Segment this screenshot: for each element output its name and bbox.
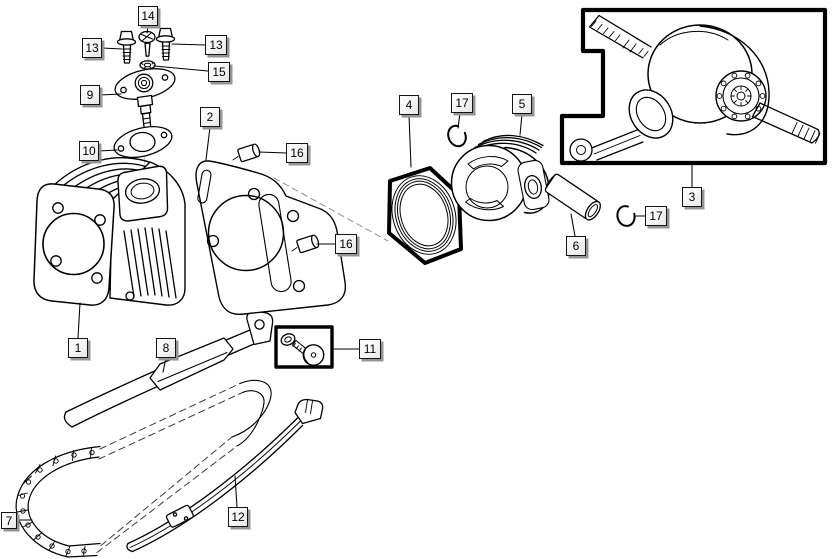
dowel-pin-top-drawing xyxy=(232,143,261,163)
screw-drawing xyxy=(138,30,156,57)
callout-part-16-bot[interactable]: 16 xyxy=(335,234,357,254)
callout-part-3[interactable]: 3 xyxy=(682,187,702,207)
flange-bolt-left-drawing xyxy=(116,30,137,64)
callout-part-13-a[interactable]: 13 xyxy=(82,38,102,58)
callout-part-6[interactable]: 6 xyxy=(566,236,586,256)
circlip-right-drawing xyxy=(616,205,636,227)
piston-pin-drawing xyxy=(544,173,601,221)
cam-chain-drawing xyxy=(15,379,272,558)
circlip-left-drawing xyxy=(447,124,467,148)
washer-nut-drawing xyxy=(139,60,156,70)
cover-gasket-drawing xyxy=(113,126,173,158)
cylinder-gasket-drawing xyxy=(195,160,347,316)
callout-part-5[interactable]: 5 xyxy=(512,94,532,114)
dowel-pin-bottom-drawing xyxy=(291,234,320,254)
tensioner-blade-drawing xyxy=(126,398,324,553)
callout-part-4[interactable]: 4 xyxy=(399,95,419,115)
callout-part-8[interactable]: 8 xyxy=(156,338,176,358)
callout-part-16-top[interactable]: 16 xyxy=(286,143,308,163)
callout-part-17-left[interactable]: 17 xyxy=(451,93,473,113)
flange-bolt-right-drawing xyxy=(155,27,176,61)
callout-part-17-right[interactable]: 17 xyxy=(645,206,667,226)
projection-line xyxy=(273,177,389,242)
tappet-cover-drawing xyxy=(114,68,176,131)
callout-part-14[interactable]: 14 xyxy=(138,6,158,26)
callout-part-7[interactable]: 7 xyxy=(1,512,17,529)
leader-lines xyxy=(16,25,693,521)
callout-part-10[interactable]: 10 xyxy=(79,141,99,161)
callout-part-12[interactable]: 12 xyxy=(228,507,248,527)
chain-guide-drawing xyxy=(63,310,274,428)
callout-part-2[interactable]: 2 xyxy=(200,107,220,127)
callout-part-1[interactable]: 1 xyxy=(68,338,88,358)
tensioner-bolt-box-drawing xyxy=(274,325,334,369)
piston-drawing xyxy=(450,134,550,222)
callout-part-11[interactable]: 11 xyxy=(359,339,381,359)
cylinder-drawing xyxy=(33,157,186,306)
crankshaft-drawing xyxy=(559,7,828,166)
callout-part-13-b[interactable]: 13 xyxy=(205,35,227,55)
callout-part-15[interactable]: 15 xyxy=(208,62,230,82)
callout-part-9[interactable]: 9 xyxy=(80,85,100,105)
